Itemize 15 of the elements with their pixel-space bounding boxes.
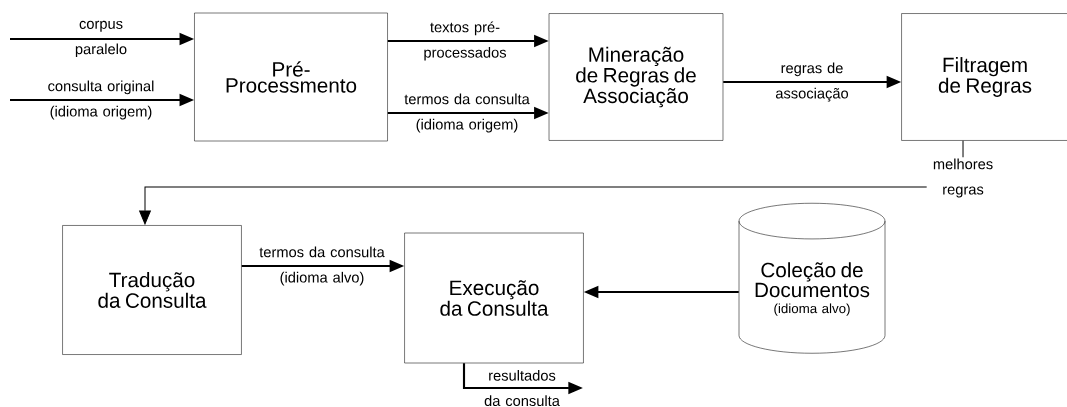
edge-label: regras de associação [775,62,849,102]
process-box: Filtragem de Regras [901,13,1067,141]
database-cylinder: Coleção de Documentos (idioma alvo) [738,203,886,354]
edge-label: consulta original (idioma origem) [48,80,154,120]
arrow [139,140,964,225]
edge-label: termos da consulta (idioma origem) [404,93,530,133]
edge-label: resultados da consulta [484,369,560,407]
process-box: Mineração de Regras de Associação [548,13,724,141]
edge-label: corpus paralelo [75,20,127,58]
process-box: Tradução da Consulta [62,225,242,355]
edge-label: melhores regras [926,157,1000,199]
edge-label: textos pré-processados [424,21,507,61]
edge-label: termos da consulta (idioma alvo) [259,246,385,286]
process-box: Execução da Consulta [404,232,584,364]
process-box: Pré- Processmento [194,12,388,142]
